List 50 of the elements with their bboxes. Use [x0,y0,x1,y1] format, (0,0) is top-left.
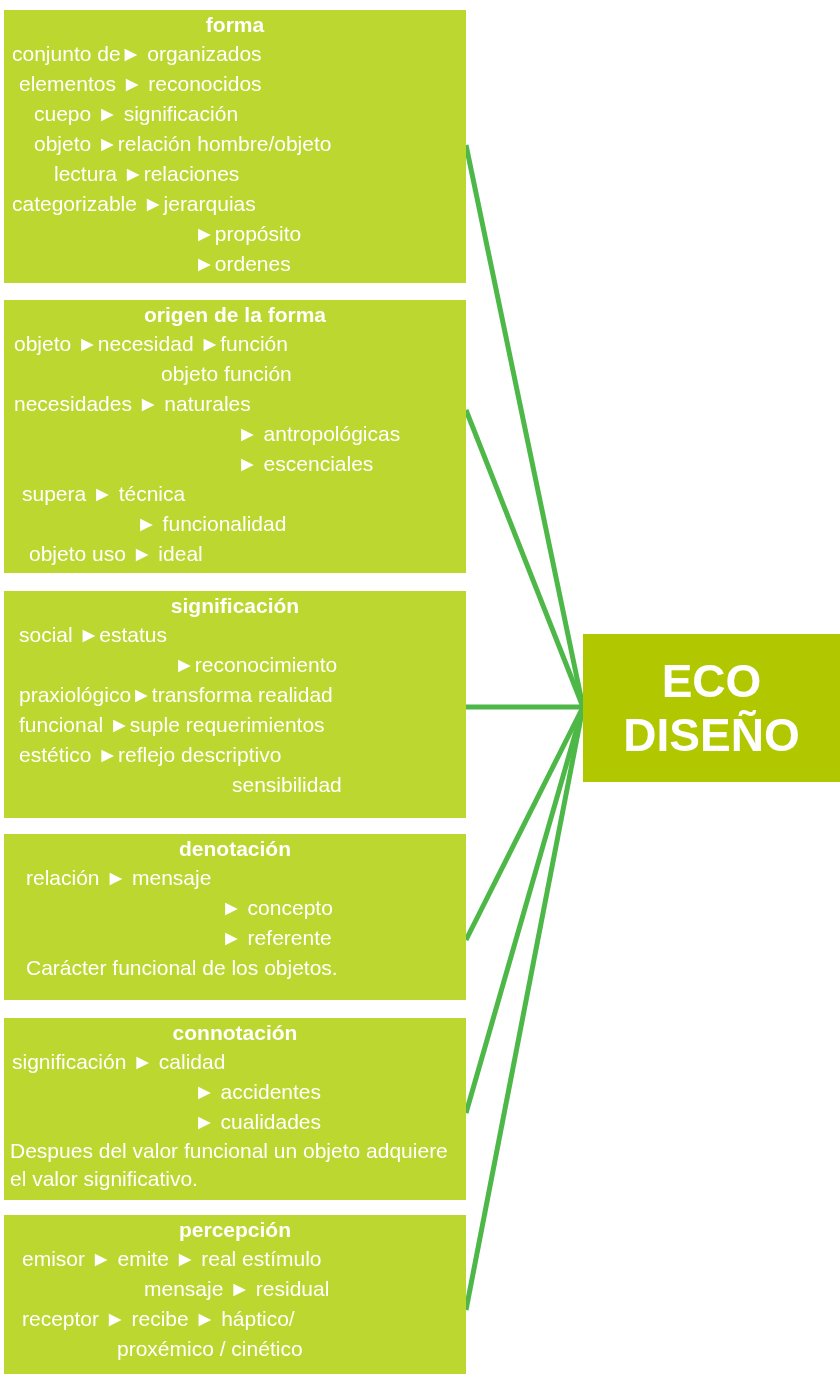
topic-box [4,834,466,1000]
box-line: mensaje ► residual [144,1277,330,1300]
box-line: receptor ► recibe ► háptico/ [22,1307,295,1330]
box-line: ►propósito [194,222,302,245]
central-title: ECO DISEÑO [622,654,801,762]
box-line: ► cualidades [194,1110,322,1133]
box-line: supera ► técnica [22,482,186,505]
box-line: funcional ►suple requerimientos [19,713,325,736]
topic-box [4,1215,466,1374]
box-line: relación ► mensaje [26,866,212,889]
box-line: social ►estatus [19,623,167,646]
central-box [583,634,840,782]
box-line: significación ► calidad [12,1050,226,1073]
topic-box [4,591,466,818]
box-line: elementos ► reconocidos [19,72,262,95]
box-line: objeto uso ► ideal [29,542,203,565]
box-line: ► accidentes [194,1080,321,1103]
box-line: sensibilidad [232,773,342,796]
box-heading: denotación [179,837,291,860]
box-heading: percepción [178,1218,291,1241]
box-line: objeto ►necesidad ►función [14,332,288,355]
box-line: ► referente [221,926,332,949]
box-heading: origen de la forma [143,303,326,326]
box-line: ► concepto [221,896,333,919]
box-line: Carácter funcional de los objetos. [26,956,338,979]
box-line: ► escenciales [237,452,374,475]
box-line: objeto ►relación hombre/objeto [34,132,332,155]
box-line: conjunto de► organizados [12,42,262,65]
box-line: ►ordenes [194,252,291,275]
box-line: objeto función [161,362,292,385]
box-line: estético ►reflejo descriptivo [19,743,282,766]
topic-box [4,10,466,283]
box-line: emisor ► emite ► real estímulo [22,1247,322,1270]
connector-line [466,704,583,710]
box-line: ► antropológicas [237,422,401,445]
box-line: proxémico / cinético [117,1337,303,1360]
box-heading: forma [205,13,265,36]
box-line: necesidades ► naturales [14,392,251,415]
topic-box [4,300,466,573]
connector-line [463,409,586,708]
box-heading: connotación [172,1021,298,1044]
box-heading: significación [170,594,300,617]
box-line: ► funcionalidad [136,512,287,535]
box-line: praxiológico►transforma realidad [19,683,333,706]
note-text: Despues del valor funcional un objeto adquiere el valor significativo. [9,1138,449,1192]
box-line: cuepo ► significación [34,102,239,125]
topic-box [4,1018,466,1200]
box-line: ►reconocimiento [174,653,338,676]
box-line: lectura ►relaciones [54,162,240,185]
box-line: categorizable ►jerarquias [12,192,256,215]
